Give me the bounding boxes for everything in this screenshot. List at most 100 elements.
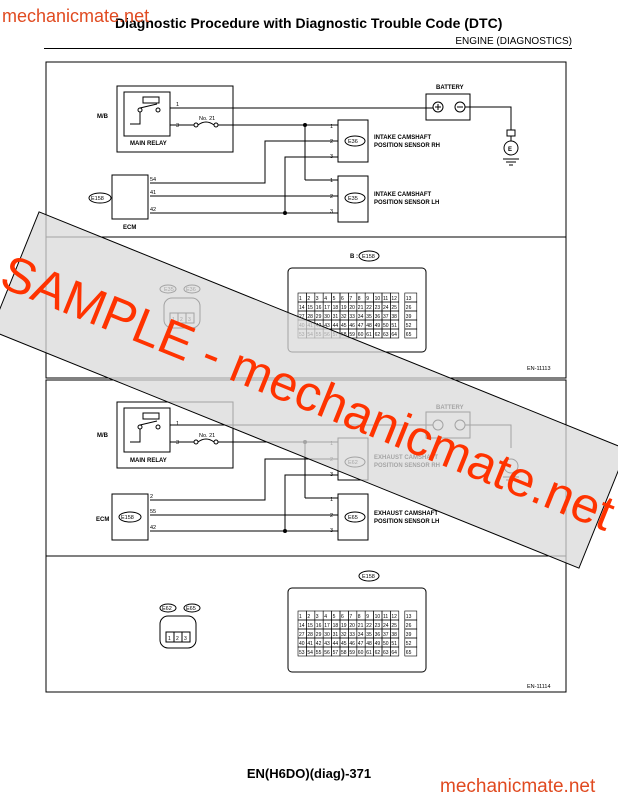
ecm-pin-number: 5	[333, 296, 336, 302]
sensor-rh-label-1: INTAKE CAMSHAFT	[374, 135, 432, 141]
ecm-pin-number: 59	[349, 332, 355, 338]
ecm-pin-number: 42	[316, 323, 322, 329]
relay-coil	[142, 96, 160, 104]
main-relay-box	[123, 91, 171, 137]
relay-pin-3: 3	[176, 123, 179, 129]
sensor-rh-label-2: POSITION SENSOR RH	[374, 143, 440, 149]
svg-text:1: 1	[176, 421, 179, 427]
ecm-pin-number: 47	[358, 323, 364, 329]
ecm-pin-number: 48	[366, 641, 372, 647]
ecm-pin-number: 15	[307, 623, 313, 629]
ecm-face-conn: E158	[362, 254, 375, 260]
ecm-pin-number: 63	[383, 332, 389, 338]
ecm-pin-number: 28	[307, 314, 313, 320]
ecm-pin-number: 12	[391, 296, 397, 302]
sensor-lh-conn-badge	[344, 192, 366, 204]
ecm-pin-number: 13	[406, 614, 412, 620]
wire-rh-signal	[150, 140, 338, 184]
ecm-pin-number: 50	[383, 323, 389, 329]
ecm-pin-number: 28	[307, 632, 313, 638]
svg-text:2: 2	[330, 513, 333, 519]
ecm-pin-number: 45	[341, 323, 347, 329]
ecm-pin-number: 25	[391, 623, 397, 629]
ground-label: E	[508, 147, 512, 153]
ground-terminal	[506, 129, 516, 137]
ecm-pin-number: 26	[406, 305, 412, 311]
ecm-pin-number: 54	[307, 650, 313, 656]
ecm-pin-number: 61	[366, 650, 372, 656]
ecm-pin-number: 7	[349, 614, 352, 620]
svg-text:2: 2	[176, 636, 179, 642]
ecm-pin-number: 42	[316, 641, 322, 647]
ecm-label: ECM	[123, 225, 136, 231]
ecm-pin-number: 1	[299, 296, 302, 302]
ecm-pin-number: 55	[316, 332, 322, 338]
ecm-pin-number: 23	[375, 623, 381, 629]
ecm-pin-number: 22	[366, 623, 372, 629]
ecm-pin-number: 39	[406, 314, 412, 320]
relay-contact-a	[137, 107, 143, 113]
relay-link	[130, 112, 141, 125]
ecm-pin-number: 44	[333, 641, 339, 647]
battery-label: BATTERY	[436, 85, 464, 91]
ecm-pin-cell	[390, 646, 400, 657]
page-title: Diagnostic Procedure with Diagnostic Tro…	[115, 15, 503, 31]
ecm-pin-number: 46	[349, 641, 355, 647]
ecm-pin-number: 43	[324, 641, 330, 647]
ecm-pin-number: 45	[341, 641, 347, 647]
main-relay-label-2: MAIN RELAY	[130, 458, 167, 464]
ecm-pin-number: 55	[316, 650, 322, 656]
ecm-pin-number: 48	[366, 323, 372, 329]
svg-text:1: 1	[172, 317, 175, 323]
ecm-pin-number: 65	[406, 332, 412, 338]
section-label: ENGINE (DIAGNOSTICS)	[455, 36, 572, 47]
ecm-pin-number: 60	[358, 650, 364, 656]
main-relay-box-2	[123, 407, 171, 453]
svg-text:E65: E65	[186, 606, 196, 612]
svg-text:POSITION SENSOR LH: POSITION SENSOR LH	[374, 519, 439, 525]
ecm-pin-number: 54	[307, 332, 313, 338]
sensor-lh-conn: E35	[348, 196, 358, 202]
svg-text:55: 55	[150, 509, 156, 515]
ecm-conn: E158	[91, 196, 104, 202]
ecm-pin-number: 36	[375, 632, 381, 638]
ecm-pin-number: 27	[299, 314, 305, 320]
rh-pin-2: 2	[330, 139, 333, 145]
ecm-pin-number: 17	[324, 623, 330, 629]
sensor-lh-label-1: INTAKE CAMSHAFT	[374, 192, 432, 198]
ecm-pin-number: 24	[383, 623, 389, 629]
svg-text:2: 2	[330, 457, 333, 463]
ecm-pin-number: 35	[366, 314, 372, 320]
ecm-pin-number: 41	[307, 323, 313, 329]
lh-pin-2: 2	[330, 194, 333, 200]
ecm-pin-number: 6	[341, 614, 344, 620]
ecm-pin-number: 27	[299, 632, 305, 638]
ecm-box	[111, 174, 149, 220]
ecm-pin-number: 33	[349, 314, 355, 320]
svg-text:3: 3	[184, 636, 187, 642]
ecm-pin-number: 60	[358, 332, 364, 338]
ecm-pin-number: 17	[324, 305, 330, 311]
ecm-pin-number: 51	[391, 641, 397, 647]
ecm-pin-number: 40	[299, 641, 305, 647]
ecm-pin-number: 65	[406, 650, 412, 656]
ecm-pin-number: 4	[324, 614, 327, 620]
ecm-pin-number: 56	[324, 650, 330, 656]
ecm-pin-number: 37	[383, 632, 389, 638]
ecm-pin-number: 26	[406, 623, 412, 629]
diagram2-code: EN-11114	[527, 684, 551, 690]
ecm-pin-number: 51	[391, 323, 397, 329]
ecm-pin-number: 25	[391, 305, 397, 311]
ecm-pin-number: 19	[341, 623, 347, 629]
fuse-label: No. 21	[199, 116, 215, 122]
header-rule	[44, 48, 572, 49]
ecm-pin-number: 15	[307, 305, 313, 311]
ecm-pin-number: 58	[341, 332, 347, 338]
battery-positive	[432, 101, 444, 113]
ecm-pin-number: 41	[307, 641, 313, 647]
svg-text:2: 2	[180, 317, 183, 323]
ecm-pin-number: 9	[366, 296, 369, 302]
